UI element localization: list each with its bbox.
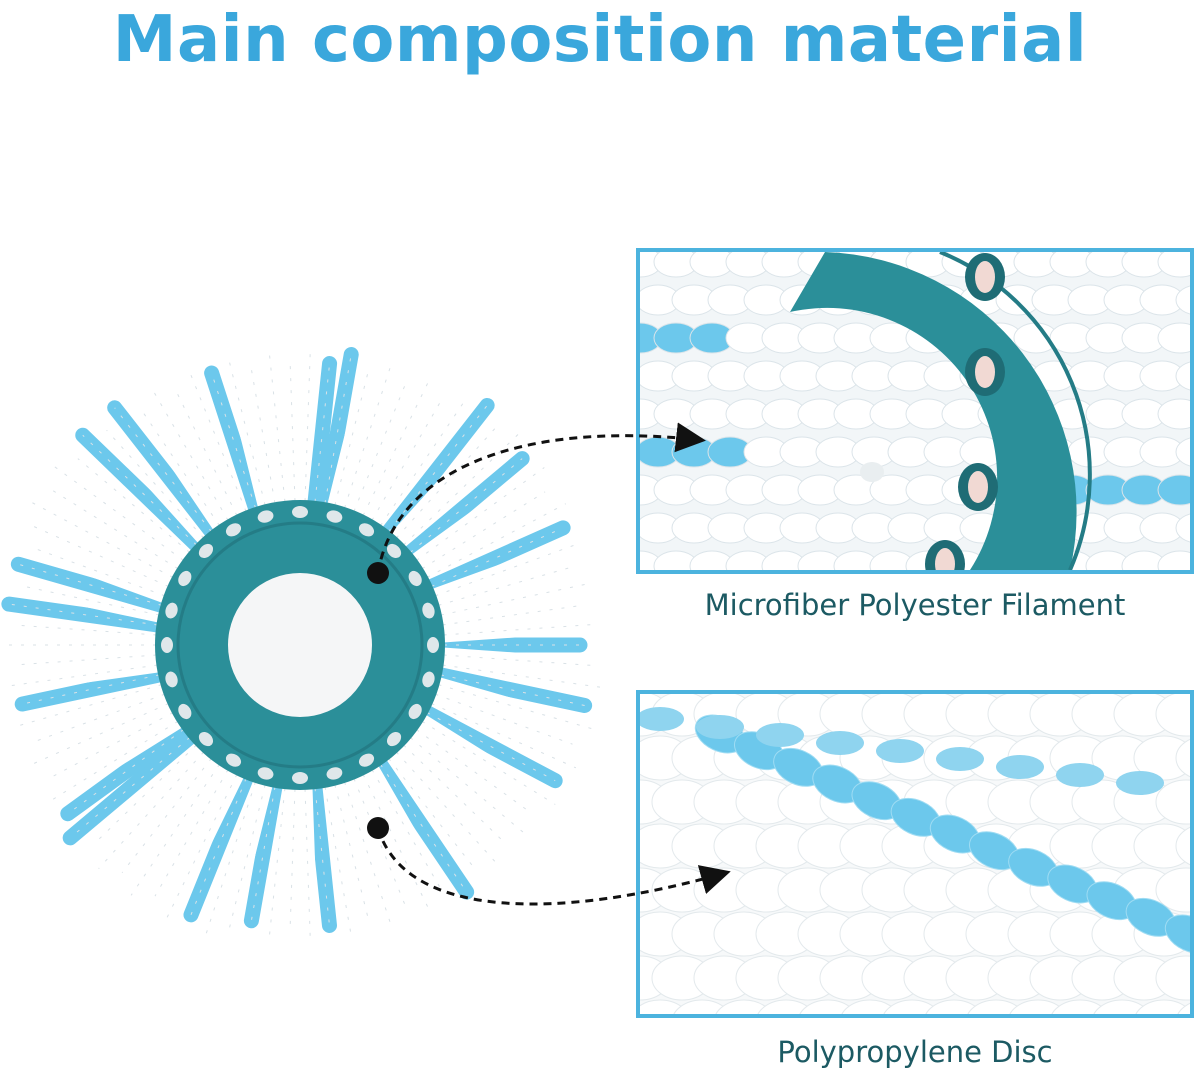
callout-label-microfiber: Microfiber Polyester Filament: [704, 588, 1126, 622]
disc-center-hole: [228, 573, 372, 717]
mop-head-image: [0, 330, 600, 950]
page-title: Main composition material: [112, 3, 1088, 77]
disc-holes: [161, 506, 439, 784]
disc-closeup-photo: [636, 248, 1194, 574]
callout-label-polypropylene: Polypropylene Disc: [777, 1035, 1053, 1069]
fiber-closeup-photo: [636, 690, 1194, 1018]
